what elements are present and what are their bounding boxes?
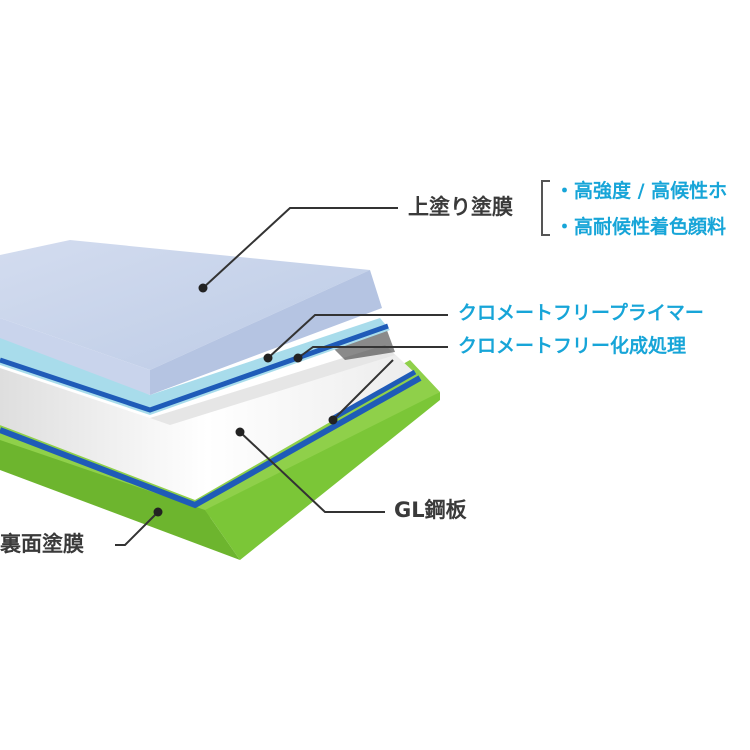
- back-coat-front: [205, 392, 440, 560]
- leader-gl-steel: [239, 431, 385, 513]
- label-chromate-free-primer: クロメートフリープライマー: [458, 302, 704, 324]
- gl-steel-inner-shade: [150, 345, 395, 425]
- leader-lines: [115, 207, 448, 546]
- label-gl-steel: GL鋼板: [394, 498, 467, 522]
- top-coat-features-bracket: [541, 180, 550, 236]
- top-coat-side-edge: [0, 318, 150, 395]
- dot-top-coat: [198, 283, 208, 293]
- dot-treatment: [293, 353, 303, 363]
- primer-layer: [0, 318, 390, 415]
- gl-steel-layer: [0, 345, 415, 500]
- leader-dots: [153, 283, 338, 517]
- top-coat-face: [0, 240, 370, 370]
- treatment-line: [328, 369, 417, 423]
- label-top-coat-feature-1: ・高強度 / 高候性ホ: [555, 180, 728, 202]
- dot-gl-steel: [235, 427, 245, 437]
- dot-back-coat: [153, 507, 163, 517]
- dot-primer: [263, 353, 273, 363]
- label-top-coat-feature-2: ・高耐候性着色顔料: [555, 216, 727, 238]
- gl-steel-body: [0, 345, 415, 500]
- leader-treatment: [297, 346, 448, 359]
- steel-bottom-line: [0, 375, 422, 509]
- leader-treatment-steel: [332, 359, 394, 421]
- back-coat-side: [0, 440, 240, 560]
- leader-top-coat: [202, 207, 398, 289]
- leader-primer: [267, 314, 448, 359]
- dot-treatment-steel: [328, 415, 338, 425]
- label-back-coat: 裏面塗膜: [0, 532, 84, 556]
- top-coat-front-edge: [150, 270, 382, 395]
- top-coat-layer: [0, 240, 382, 395]
- primer-line: [0, 323, 389, 413]
- label-top-coat: 上塗り塗膜: [408, 195, 513, 219]
- leader-back-coat: [115, 511, 159, 546]
- back-coat-layer: [0, 360, 440, 560]
- label-chromate-free-treatment: クロメートフリー化成処理: [458, 335, 687, 357]
